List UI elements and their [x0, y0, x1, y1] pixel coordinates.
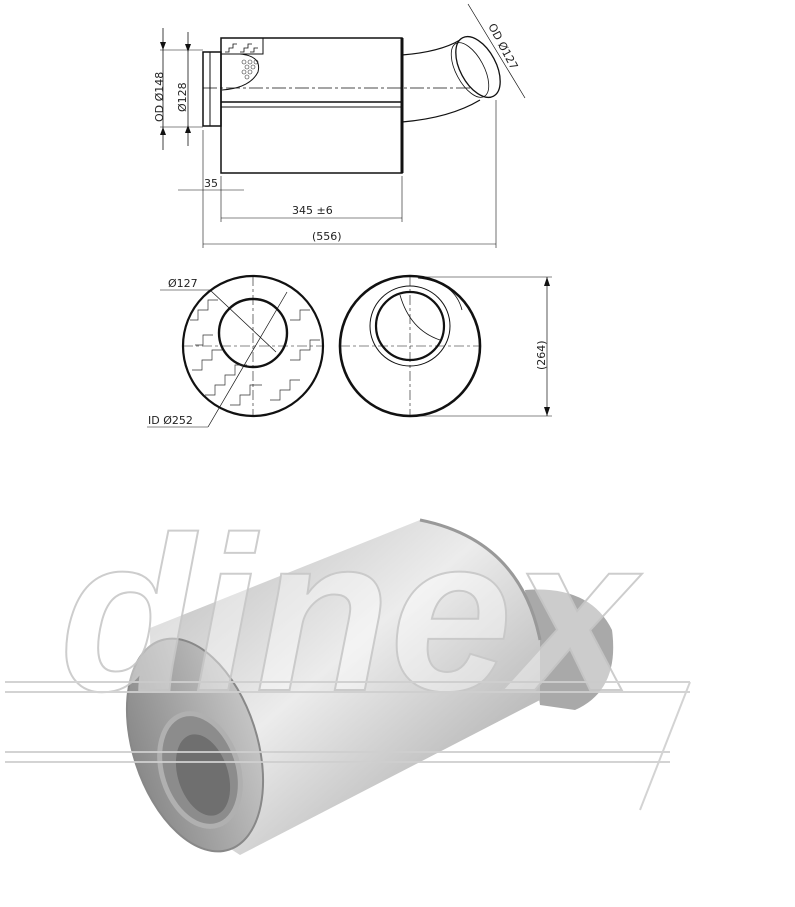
- od-outlet-label: OD Ø127: [485, 21, 520, 71]
- dinex-watermark: dinex: [5, 490, 691, 811]
- body-id-label: ID Ø252: [148, 414, 193, 427]
- svg-text:dinex: dinex: [60, 491, 642, 737]
- end-view-right: (264): [338, 274, 552, 418]
- overall-length-label: (556): [312, 230, 342, 243]
- side-view: OD Ø148 Ø128 OD Ø127 35 345 ±6 (556): [153, 3, 526, 248]
- od-inlet-label: OD Ø148: [153, 72, 166, 122]
- pipe-diameter-label: Ø127: [168, 277, 198, 290]
- body-length-label: 345 ±6: [292, 204, 333, 217]
- height-label: (264): [535, 340, 548, 370]
- inlet-length-label: 35: [204, 177, 218, 190]
- id-inlet-label: Ø128: [176, 82, 189, 112]
- end-view-left: Ø127 ID Ø252: [147, 274, 325, 428]
